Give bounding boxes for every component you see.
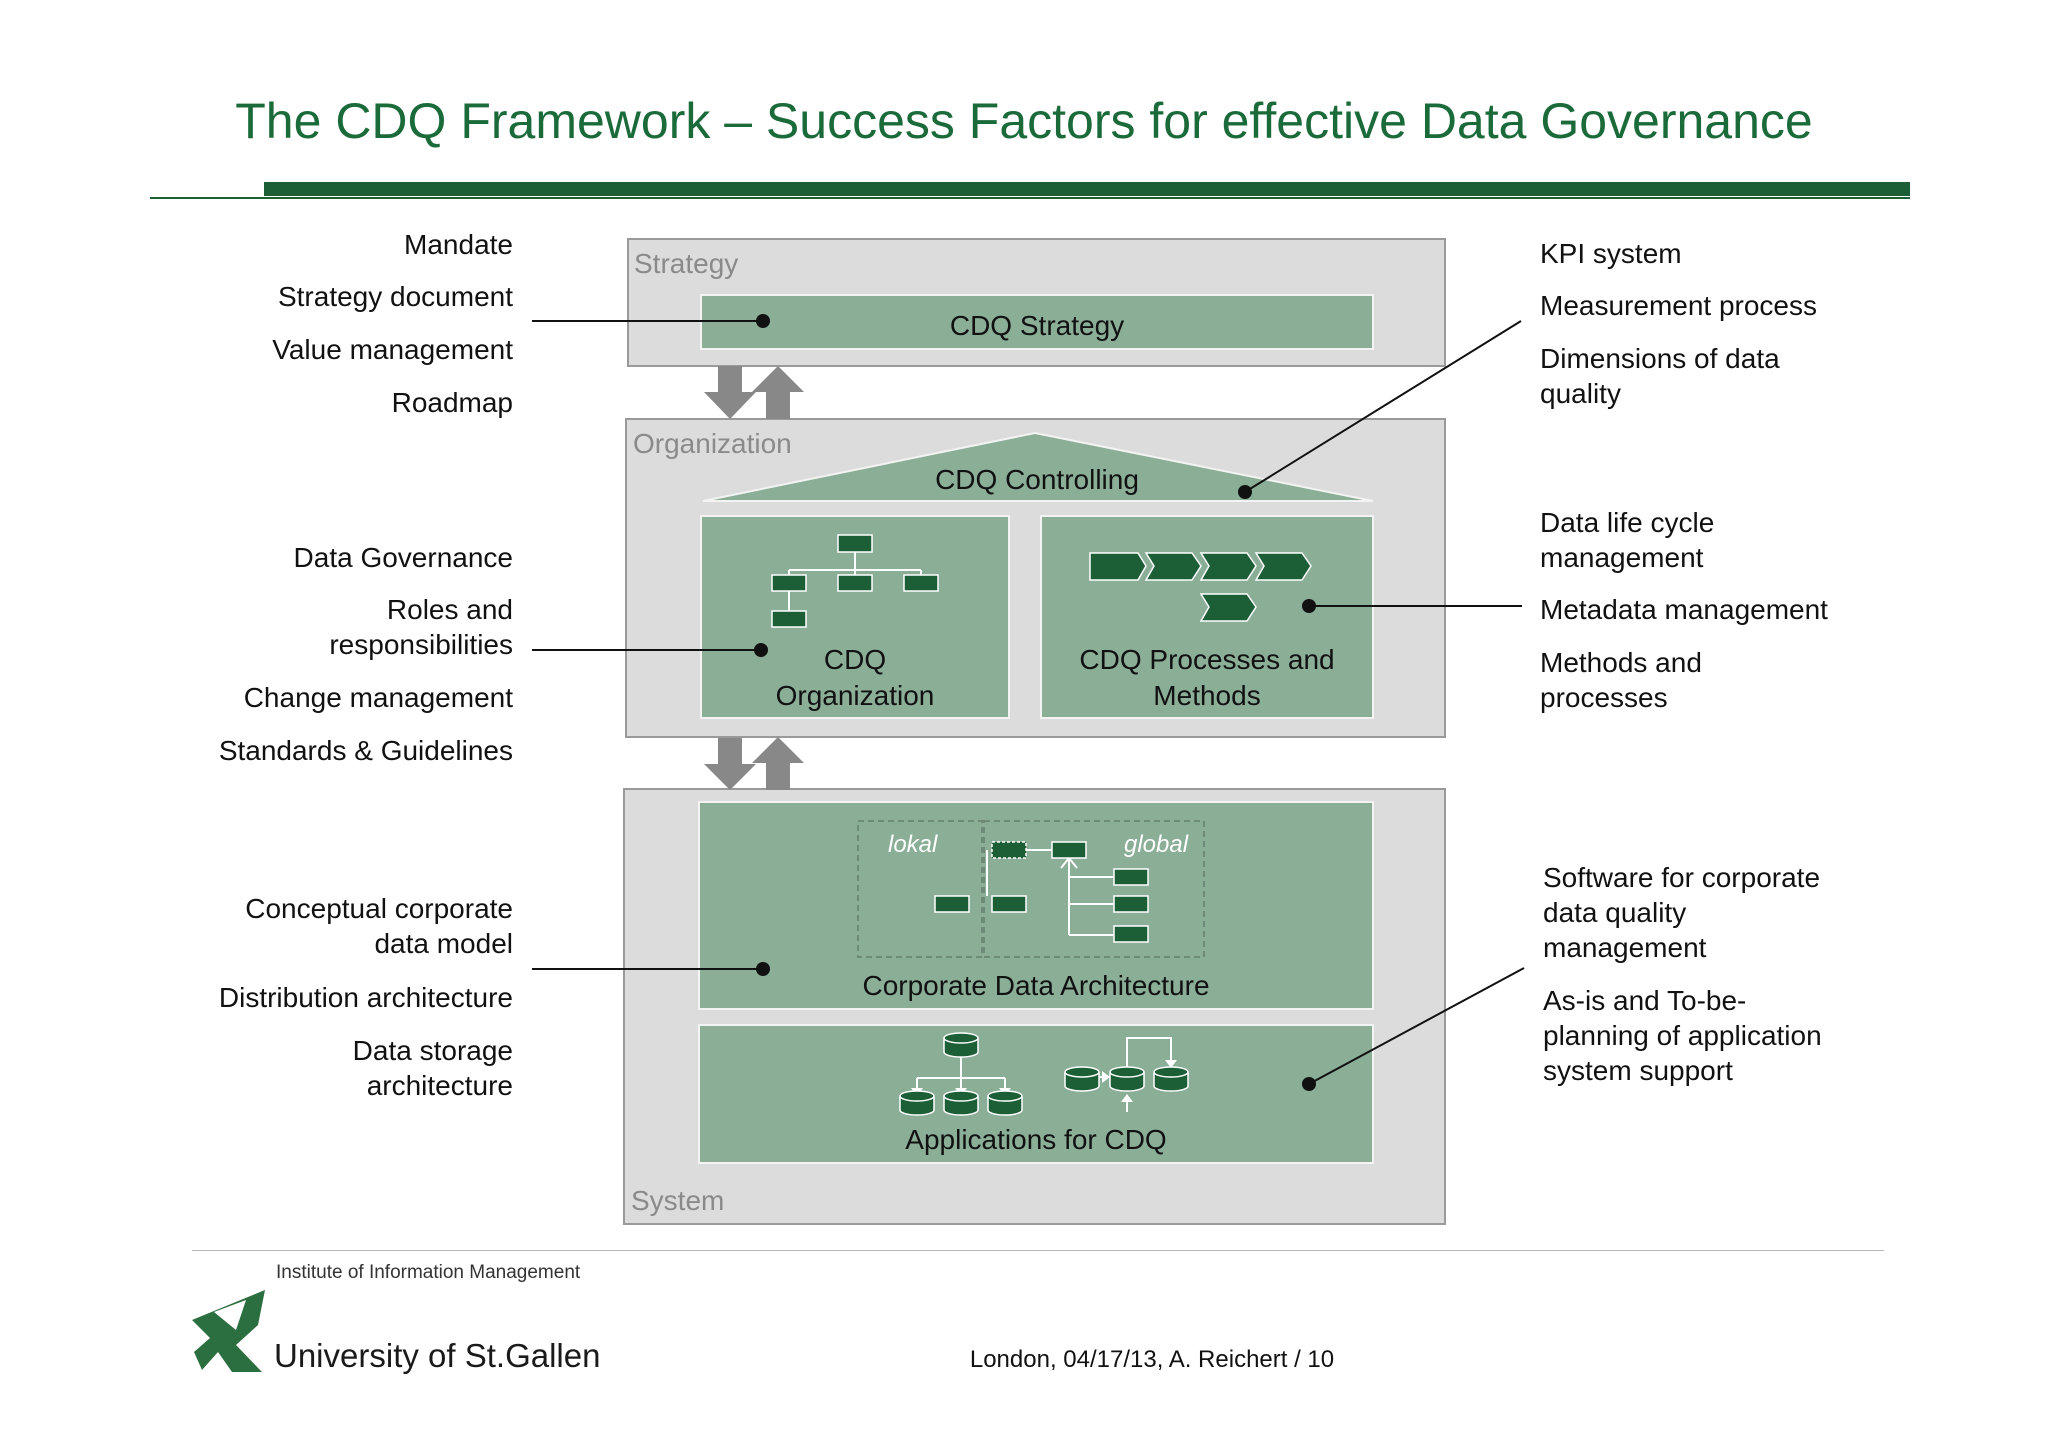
university-logo-icon: [192, 1290, 265, 1372]
title-rule-thick: [264, 182, 1910, 196]
right-label: processes: [1540, 682, 1668, 713]
cdq-controlling-roof: [702, 431, 1374, 502]
cdq-strategy-box: [700, 294, 1374, 350]
left-label: Value management: [272, 334, 513, 365]
cdq-organization-label-2: Organization: [775, 680, 935, 711]
left-label: Standards & Guidelines: [218, 735, 513, 766]
right-label: data quality: [1543, 897, 1687, 928]
connector-dot: [1302, 599, 1316, 613]
right-label: Metadata management: [1540, 594, 1828, 625]
lokal-label: lokal: [888, 831, 938, 858]
connector-dot: [1238, 485, 1252, 499]
cdq-processes-label-1: CDQ Processes and: [1079, 644, 1335, 675]
left-label: Data Governance: [293, 542, 513, 573]
right-label: system support: [1543, 1055, 1733, 1086]
footer-meta: London, 04/17/13, A. Reichert / 10: [969, 1346, 1335, 1373]
left-label: Data storage: [352, 1035, 513, 1066]
cdq-strategy-label: CDQ Strategy: [949, 310, 1125, 341]
left-label: Roles and: [386, 594, 513, 625]
cdq-controlling-label: CDQ Controlling: [935, 464, 1139, 495]
connector-dot: [754, 643, 768, 657]
system-layer-label: System: [631, 1185, 725, 1216]
applications-box: [698, 1024, 1374, 1164]
organization-layer-label: Organization: [633, 428, 792, 459]
footer-institute: Institute of Information Management: [276, 1262, 581, 1283]
left-label: data model: [374, 928, 513, 959]
left-label: Change management: [243, 682, 513, 713]
arrow-down-icon: [704, 366, 756, 419]
arrow-up-icon: [752, 366, 804, 419]
cdq-organization-label-1: CDQ: [823, 644, 887, 675]
org-chart-icon: [771, 534, 939, 628]
footer-divider: [192, 1250, 1884, 1251]
connector-dot: [756, 962, 770, 976]
right-label: Methods and: [1540, 647, 1702, 678]
footer-university: University of St.Gallen: [274, 1337, 601, 1374]
arrow-up-icon: [752, 737, 804, 790]
left-label: architecture: [366, 1070, 513, 1101]
left-label: responsibilities: [329, 629, 513, 660]
right-label: planning of application: [1543, 1020, 1822, 1051]
right-label: Software for corporate: [1543, 862, 1821, 893]
arrow-down-icon: [704, 738, 756, 790]
left-label: Conceptual corporate: [245, 893, 513, 924]
left-label: Roadmap: [391, 387, 513, 418]
left-label: Mandate: [404, 229, 513, 260]
strategy-layer-label: Strategy: [634, 248, 739, 279]
left-label: Strategy document: [277, 281, 513, 312]
right-label: Dimensions of data: [1540, 343, 1780, 374]
page-title: The CDQ Framework – Success Factors for …: [235, 93, 1813, 149]
applications-label: Applications for CDQ: [905, 1124, 1167, 1155]
data-architecture-icon: [857, 820, 1205, 958]
right-label: Data life cycle: [1540, 507, 1715, 538]
connector-dot: [756, 314, 770, 328]
right-label: As-is and To-be-: [1543, 985, 1747, 1016]
left-label: Distribution architecture: [218, 982, 513, 1013]
title-rule-thin: [150, 197, 1910, 199]
process-chevrons-icon: [1089, 552, 1312, 622]
corporate-data-architecture-label: Corporate Data Architecture: [862, 970, 1210, 1001]
right-label: quality: [1540, 378, 1621, 409]
corporate-data-architecture-box: [698, 801, 1374, 1010]
right-label: KPI system: [1540, 238, 1682, 269]
database-icons: [899, 1032, 1189, 1116]
cdq-processes-label-2: Methods: [1153, 680, 1261, 711]
connector-dot: [1302, 1077, 1316, 1091]
right-label: management: [1543, 932, 1707, 963]
global-label: global: [1124, 831, 1189, 858]
right-label: Measurement process: [1540, 290, 1818, 321]
right-label: management: [1540, 542, 1704, 573]
